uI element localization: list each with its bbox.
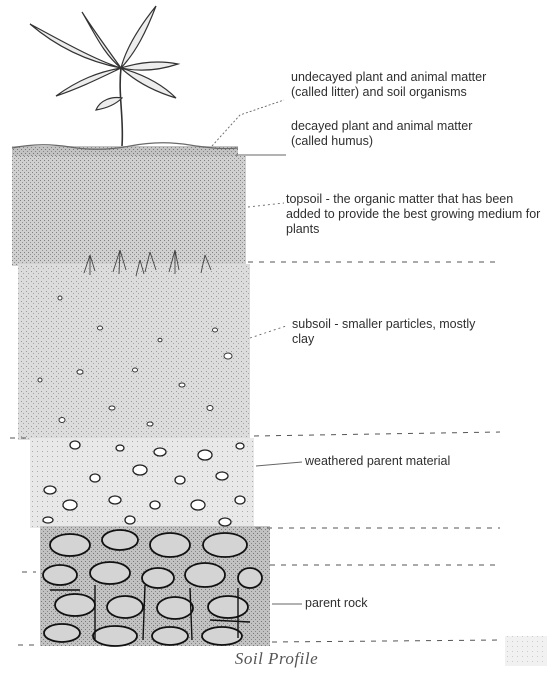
label-litter: undecayed plant and animal matter (calle…: [291, 70, 513, 100]
label-subsoil: subsoil - smaller particles, mostly clay: [292, 317, 482, 347]
label-topsoil: topsoil - the organic matter that has be…: [286, 192, 548, 237]
plant-seedling-icon: [30, 6, 178, 146]
layer-weathered-band: [30, 438, 254, 528]
layer-subsoil-band: [18, 264, 250, 440]
label-weathered: weathered parent material: [305, 454, 505, 469]
diagram-title: Soil Profile: [0, 649, 553, 669]
label-parent-rock: parent rock: [305, 596, 425, 611]
label-humus: decayed plant and animal matter (called …: [291, 119, 491, 149]
layer-topsoil-band: [12, 156, 246, 266]
